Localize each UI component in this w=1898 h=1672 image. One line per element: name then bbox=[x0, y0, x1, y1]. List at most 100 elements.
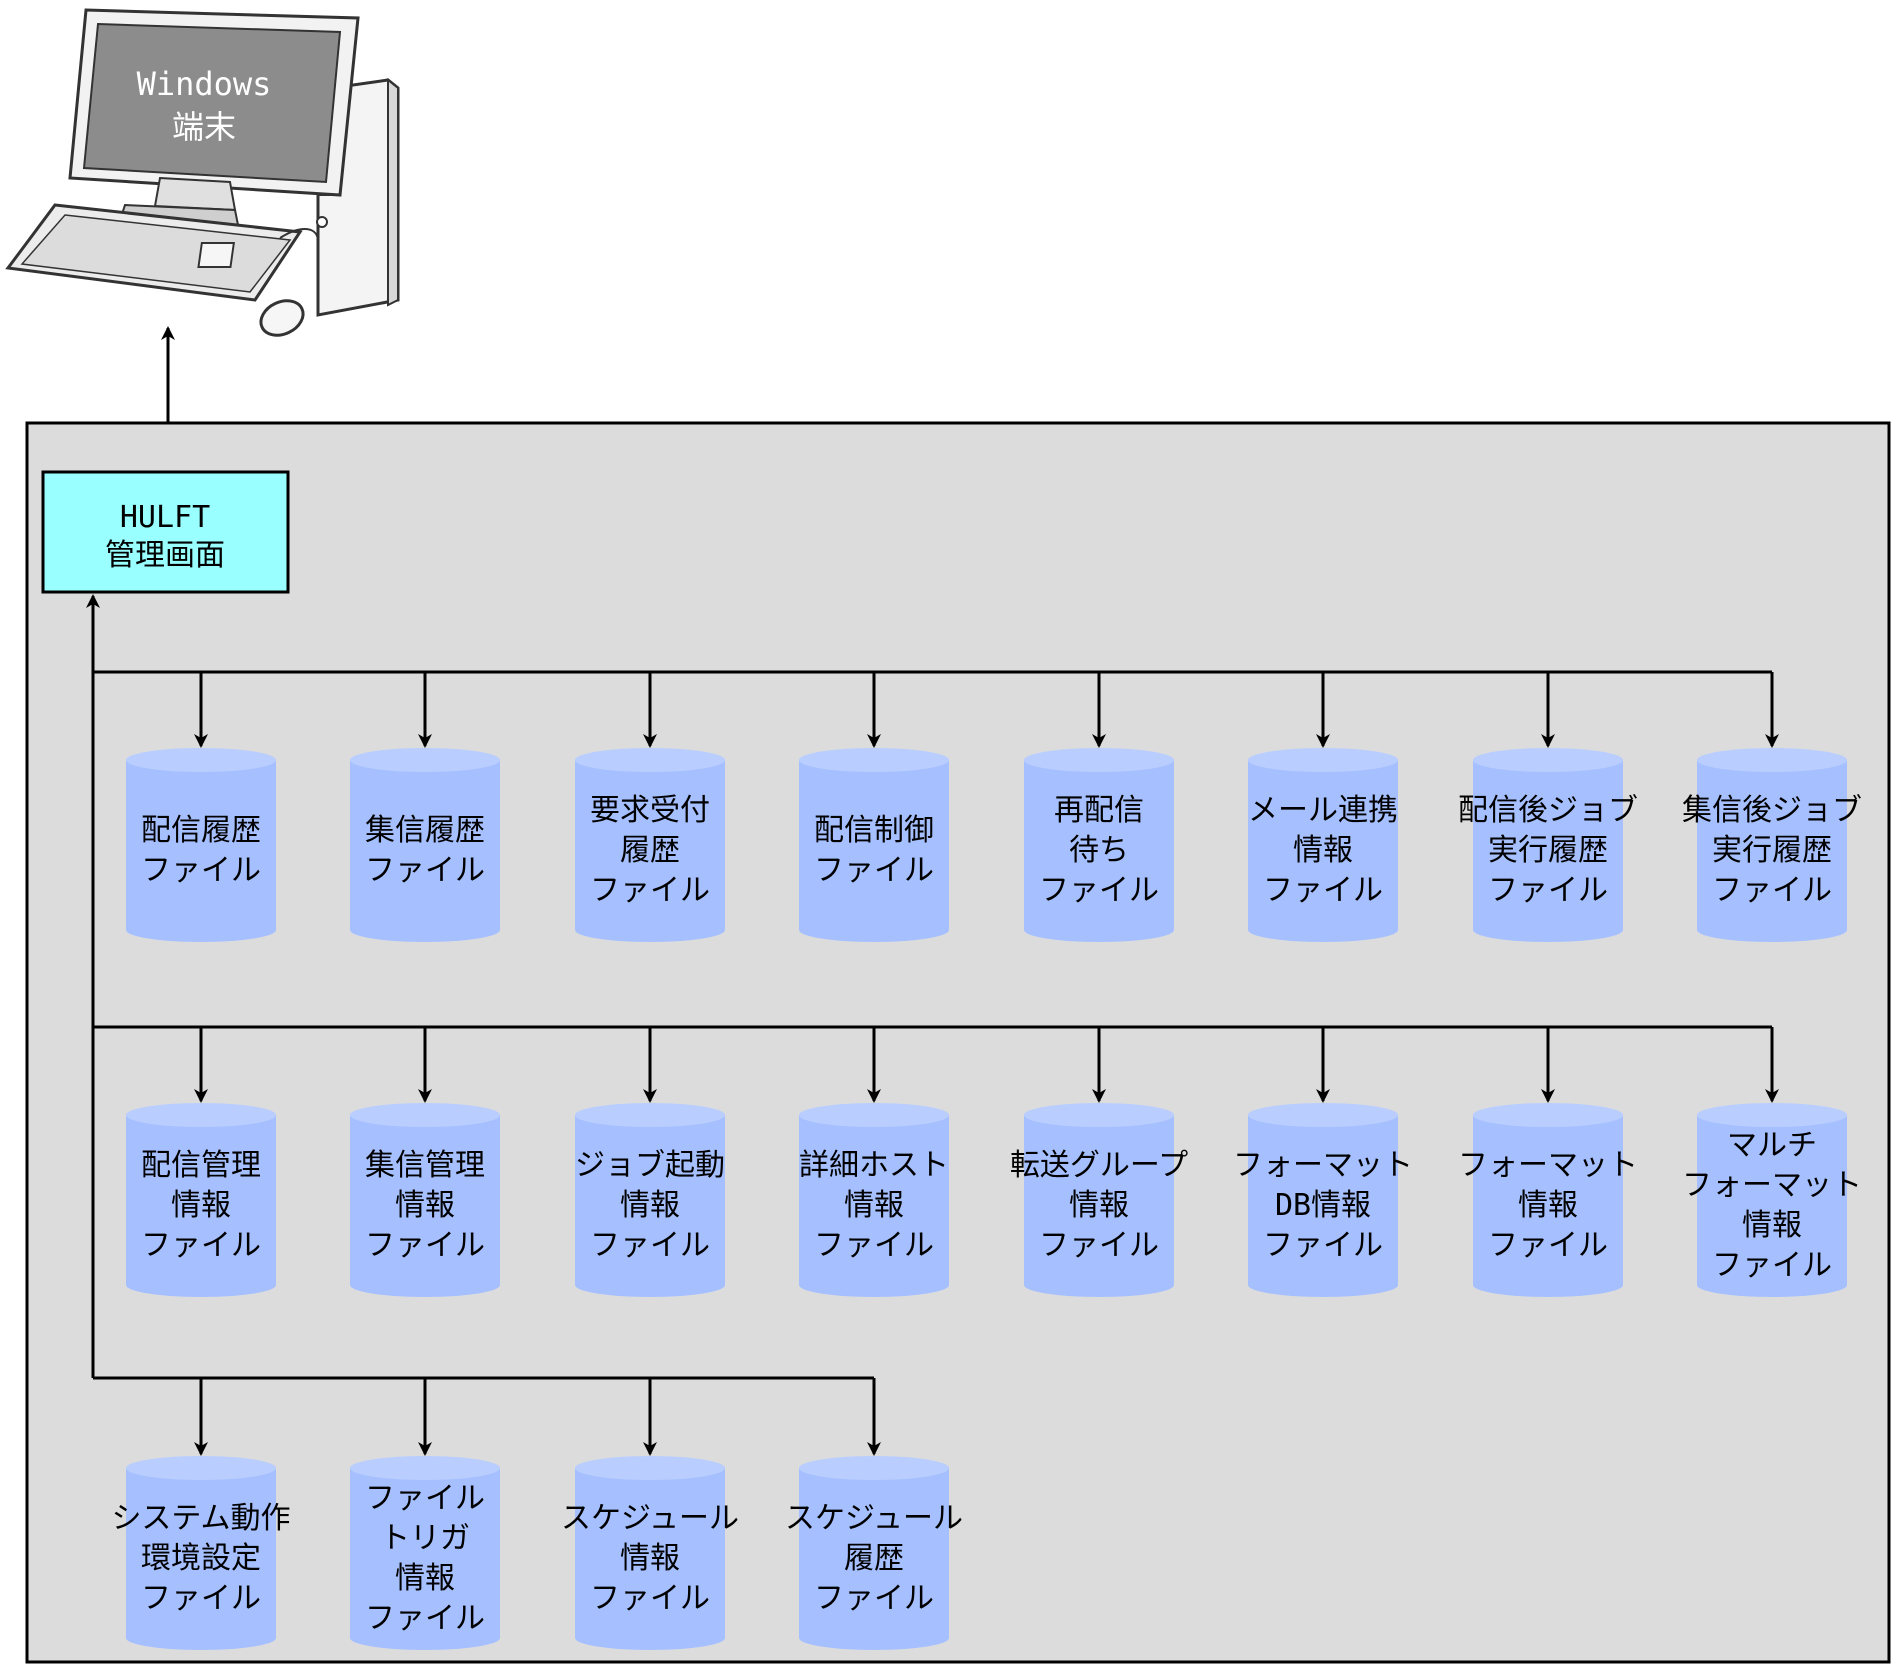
file-label-line: ファイル bbox=[1712, 873, 1832, 908]
file-label-line: 待ち bbox=[1069, 833, 1129, 868]
cylinder-top bbox=[1697, 1103, 1847, 1127]
file-label-line: 集信履歴 bbox=[365, 813, 485, 848]
file-label-line: 配信履歴 bbox=[141, 813, 261, 848]
cylinder-top bbox=[1248, 1103, 1398, 1127]
cylinder-body bbox=[1024, 1115, 1174, 1297]
file-row-3: システム動作環境設定ファイルファイルトリガ情報ファイルスケジュール情報ファイルス… bbox=[93, 1376, 963, 1650]
cylinder-top bbox=[575, 1456, 725, 1480]
cylinder-body bbox=[799, 1468, 949, 1650]
file-label-line: メール連携 bbox=[1248, 793, 1398, 828]
file-label-line: ファイル bbox=[365, 853, 485, 888]
file-label-line: フォーマット bbox=[1233, 1148, 1413, 1183]
cylinder-body bbox=[1248, 760, 1398, 942]
cylinder-body bbox=[799, 760, 949, 942]
file-label-line: ファイル bbox=[814, 1581, 934, 1616]
file-label-line: 情報 bbox=[395, 1188, 455, 1223]
file-label-line: ファイル bbox=[1488, 873, 1608, 908]
cylinder-body bbox=[1024, 760, 1174, 942]
file-label-line: スケジュール bbox=[785, 1501, 963, 1536]
windows-terminal-icon: Windows 端末 bbox=[5, 8, 400, 337]
file-label-line: 環境設定 bbox=[141, 1541, 261, 1576]
file-label-line: ファイル bbox=[365, 1228, 485, 1263]
cylinder-top bbox=[1697, 748, 1847, 772]
file-label-line: スケジュール bbox=[561, 1501, 739, 1536]
file-label-line: 情報 bbox=[620, 1188, 680, 1223]
cylinder-body bbox=[350, 1468, 500, 1650]
file-label-line: システム動作 bbox=[111, 1501, 290, 1536]
cylinder-top bbox=[350, 1456, 500, 1480]
cylinder-top bbox=[799, 1103, 949, 1127]
cylinder-body bbox=[1473, 760, 1623, 942]
file-label-line: ファイル bbox=[365, 1601, 485, 1636]
file-label-line: ファイル bbox=[1712, 1248, 1832, 1283]
cylinder-top bbox=[126, 748, 276, 772]
file-label-line: 情報 bbox=[844, 1188, 904, 1223]
file-label-line: ファイル bbox=[1263, 873, 1383, 908]
file-label-line: 集信後ジョブ bbox=[1682, 793, 1862, 828]
file-label-line: ファイル bbox=[1488, 1228, 1608, 1263]
file-label-line: ファイル bbox=[1039, 1228, 1159, 1263]
file-label-line: ファイル bbox=[814, 1228, 934, 1263]
file-label-line: 情報 bbox=[395, 1561, 455, 1596]
cylinder-top bbox=[1473, 748, 1623, 772]
cylinder-body bbox=[126, 760, 276, 942]
cylinder-top bbox=[799, 1456, 949, 1480]
file-label-line: ジョブ起動 bbox=[575, 1148, 725, 1183]
file-label-line: 履歴 bbox=[620, 833, 680, 868]
file-label-line: ファイル bbox=[590, 873, 710, 908]
terminal-label-line2: 端末 bbox=[172, 108, 236, 146]
file-label-line: ファイル bbox=[365, 1481, 485, 1516]
cylinder-top bbox=[1024, 1103, 1174, 1127]
file-label-line: ファイル bbox=[590, 1581, 710, 1616]
file-label-line: 情報 bbox=[1518, 1188, 1578, 1223]
file-label-line: ファイル bbox=[590, 1228, 710, 1263]
file-label-line: 配信管理 bbox=[141, 1148, 261, 1183]
file-label-line: 実行履歴 bbox=[1712, 833, 1832, 868]
cylinder-body bbox=[1697, 760, 1847, 942]
cylinder-body bbox=[350, 1115, 500, 1297]
cylinder-top bbox=[126, 1103, 276, 1127]
file-label-line: ファイル bbox=[141, 1228, 261, 1263]
file-label-line: 集信管理 bbox=[365, 1148, 485, 1183]
cylinder-top bbox=[350, 748, 500, 772]
file-label-line: 再配信 bbox=[1054, 793, 1144, 828]
file-label-line: 情報 bbox=[1293, 833, 1353, 868]
file-label-line: トリガ bbox=[380, 1521, 470, 1556]
cylinder-body bbox=[575, 1468, 725, 1650]
file-label-line: ファイル bbox=[141, 1581, 261, 1616]
file-label-line: 情報 bbox=[620, 1541, 680, 1576]
file-label-line: 配信制御 bbox=[814, 813, 934, 848]
cylinder-body bbox=[126, 1115, 276, 1297]
file-label-line: 実行履歴 bbox=[1488, 833, 1608, 868]
file-label-line: ファイル bbox=[141, 853, 261, 888]
file-label-line: 情報 bbox=[1742, 1208, 1802, 1243]
hulft-management-screen-box: HULFT 管理画面 bbox=[41, 470, 290, 594]
cylinder-top bbox=[799, 748, 949, 772]
cylinder-top bbox=[350, 1103, 500, 1127]
hulft-system-container bbox=[25, 421, 1891, 1664]
cylinder-body bbox=[1697, 1115, 1847, 1297]
cylinder-top bbox=[575, 748, 725, 772]
file-row-1: 配信履歴ファイル集信履歴ファイル要求受付履歴ファイル配信制御ファイル再配信待ちフ… bbox=[93, 670, 1862, 942]
file-label-line: フォーマット bbox=[1682, 1168, 1862, 1203]
file-label-line: マルチ bbox=[1727, 1128, 1817, 1163]
file-label-line: 転送グループ bbox=[1010, 1148, 1188, 1183]
cylinder-top bbox=[575, 1103, 725, 1127]
hulft-label-line2: 管理画面 bbox=[105, 538, 225, 573]
cylinder-top bbox=[1024, 748, 1174, 772]
